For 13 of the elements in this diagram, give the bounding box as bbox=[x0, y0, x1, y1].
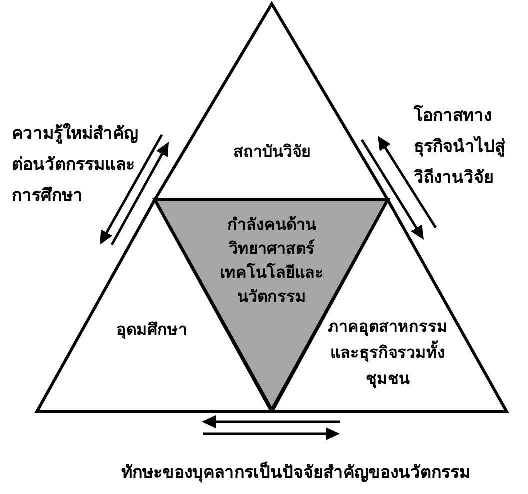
section-label: ภาคอุตสาหกรรมและธุรกิจรวมทั้งชุมชน bbox=[327, 316, 449, 390]
annotation-text: โอกาสทางธุรกิจนำไปสู่วิถีงานวิจัย bbox=[414, 104, 506, 190]
arrow bbox=[203, 428, 340, 440]
arrow bbox=[360, 139, 424, 240]
arrow bbox=[110, 142, 169, 246]
arrow bbox=[100, 134, 164, 245]
arrow bbox=[202, 416, 340, 428]
section-label: สถาบันวิจัย bbox=[232, 141, 312, 163]
section-label: อุดมศึกษา bbox=[116, 319, 188, 342]
arrow bbox=[378, 136, 438, 229]
annotation-text: ความรู้ใหม่สำคัญต่อนวัตกรรมและการศึกษา bbox=[12, 122, 139, 208]
note-text: ทักษะของบุคลากรเป็นปัจจัยสำคัญของนวัตกรรม bbox=[120, 460, 472, 485]
section-label: กำลังคนด้านวิทยาศาสตร์ เทคโนโลยีและนวัตกรรม bbox=[219, 214, 325, 308]
